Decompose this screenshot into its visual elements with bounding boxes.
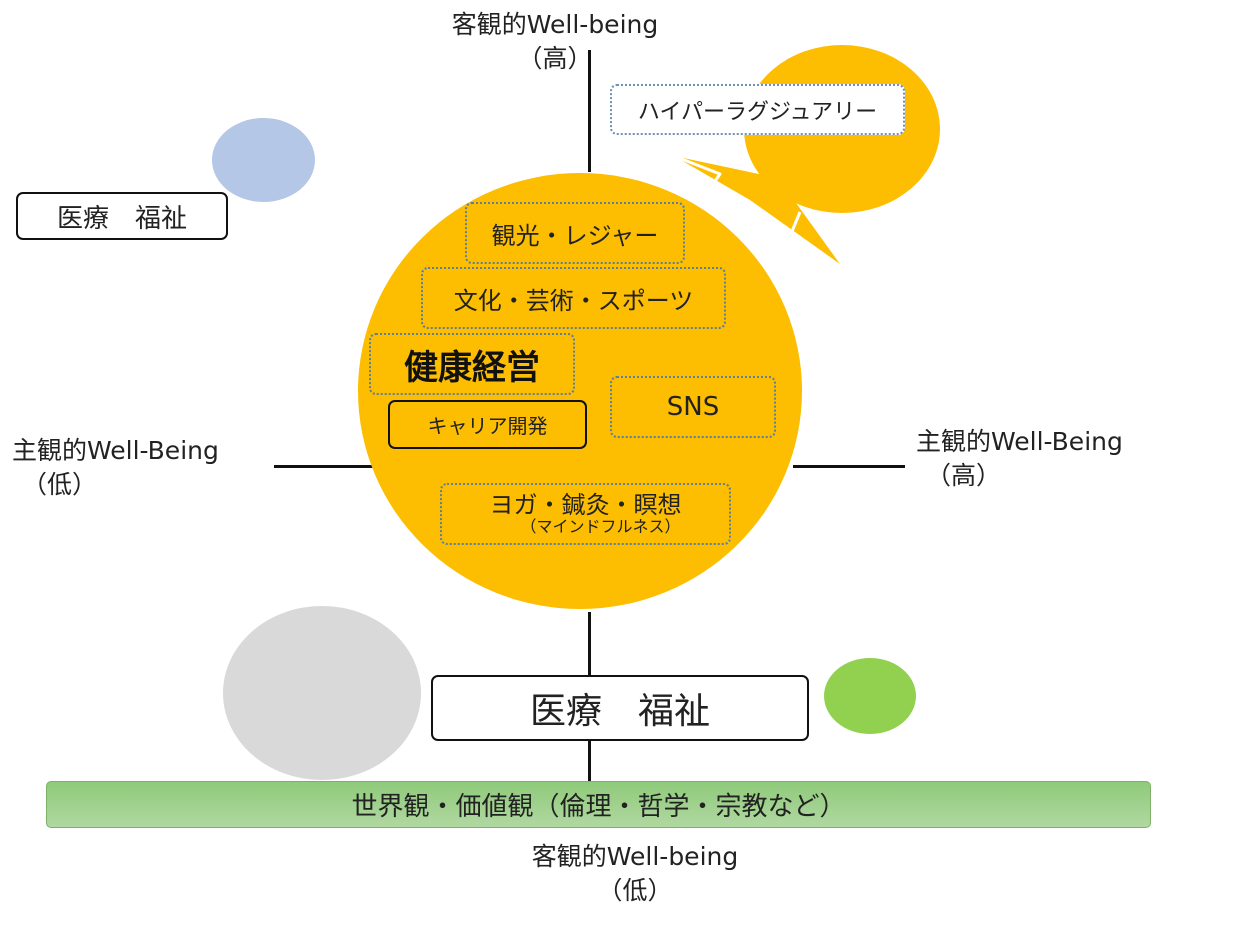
axis-right-sub: （高） bbox=[926, 461, 1002, 490]
tourism-leisure-box: 観光・レジャー bbox=[465, 202, 685, 264]
medical-welfare-small-box: 医療 福祉 bbox=[16, 192, 228, 240]
axis-label-bottom: 客観的Well-being （低） bbox=[510, 840, 760, 908]
horizontal-axis-left bbox=[274, 465, 374, 468]
hyper-luxury-box: ハイパーラグジュアリー bbox=[610, 84, 905, 135]
foundation-bar: 世界観・価値観（倫理・哲学・宗教など） bbox=[46, 781, 1151, 828]
yoga-acupuncture-label: ヨガ・鍼灸・瞑想 bbox=[489, 491, 682, 519]
horizontal-axis-right bbox=[793, 465, 905, 468]
axis-right-title: 主観的Well-Being bbox=[916, 427, 1123, 456]
career-development-box: キャリア開発 bbox=[388, 400, 587, 449]
yoga-acupuncture-box: ヨガ・鍼灸・瞑想 （マインドフルネス） bbox=[440, 483, 731, 545]
axis-label-right: 主観的Well-Being （高） bbox=[916, 425, 1166, 493]
sns-box: SNS bbox=[610, 376, 776, 438]
axis-top-title: 客観的Well-being bbox=[451, 10, 659, 39]
green-circle bbox=[824, 658, 916, 734]
mindfulness-label: （マインドフルネス） bbox=[520, 517, 681, 537]
health-management-box: 健康経営 bbox=[369, 333, 575, 395]
medical-welfare-large-box: 医療 福祉 bbox=[431, 675, 809, 741]
axis-bottom-title: 客観的Well-being bbox=[531, 842, 739, 871]
axis-top-sub: （高） bbox=[517, 44, 593, 73]
axis-left-title: 主観的Well-Being bbox=[12, 436, 219, 465]
gray-circle bbox=[223, 606, 421, 780]
main-circle bbox=[358, 173, 802, 609]
blue-circle bbox=[212, 118, 315, 202]
culture-arts-sports-box: 文化・芸術・スポーツ bbox=[421, 267, 726, 329]
axis-left-sub: （低） bbox=[22, 470, 98, 499]
axis-bottom-sub: （低） bbox=[597, 876, 673, 905]
axis-label-left: 主観的Well-Being （低） bbox=[12, 434, 262, 502]
vertical-axis-top bbox=[588, 50, 591, 172]
axis-label-top: 客観的Well-being （高） bbox=[430, 8, 680, 76]
